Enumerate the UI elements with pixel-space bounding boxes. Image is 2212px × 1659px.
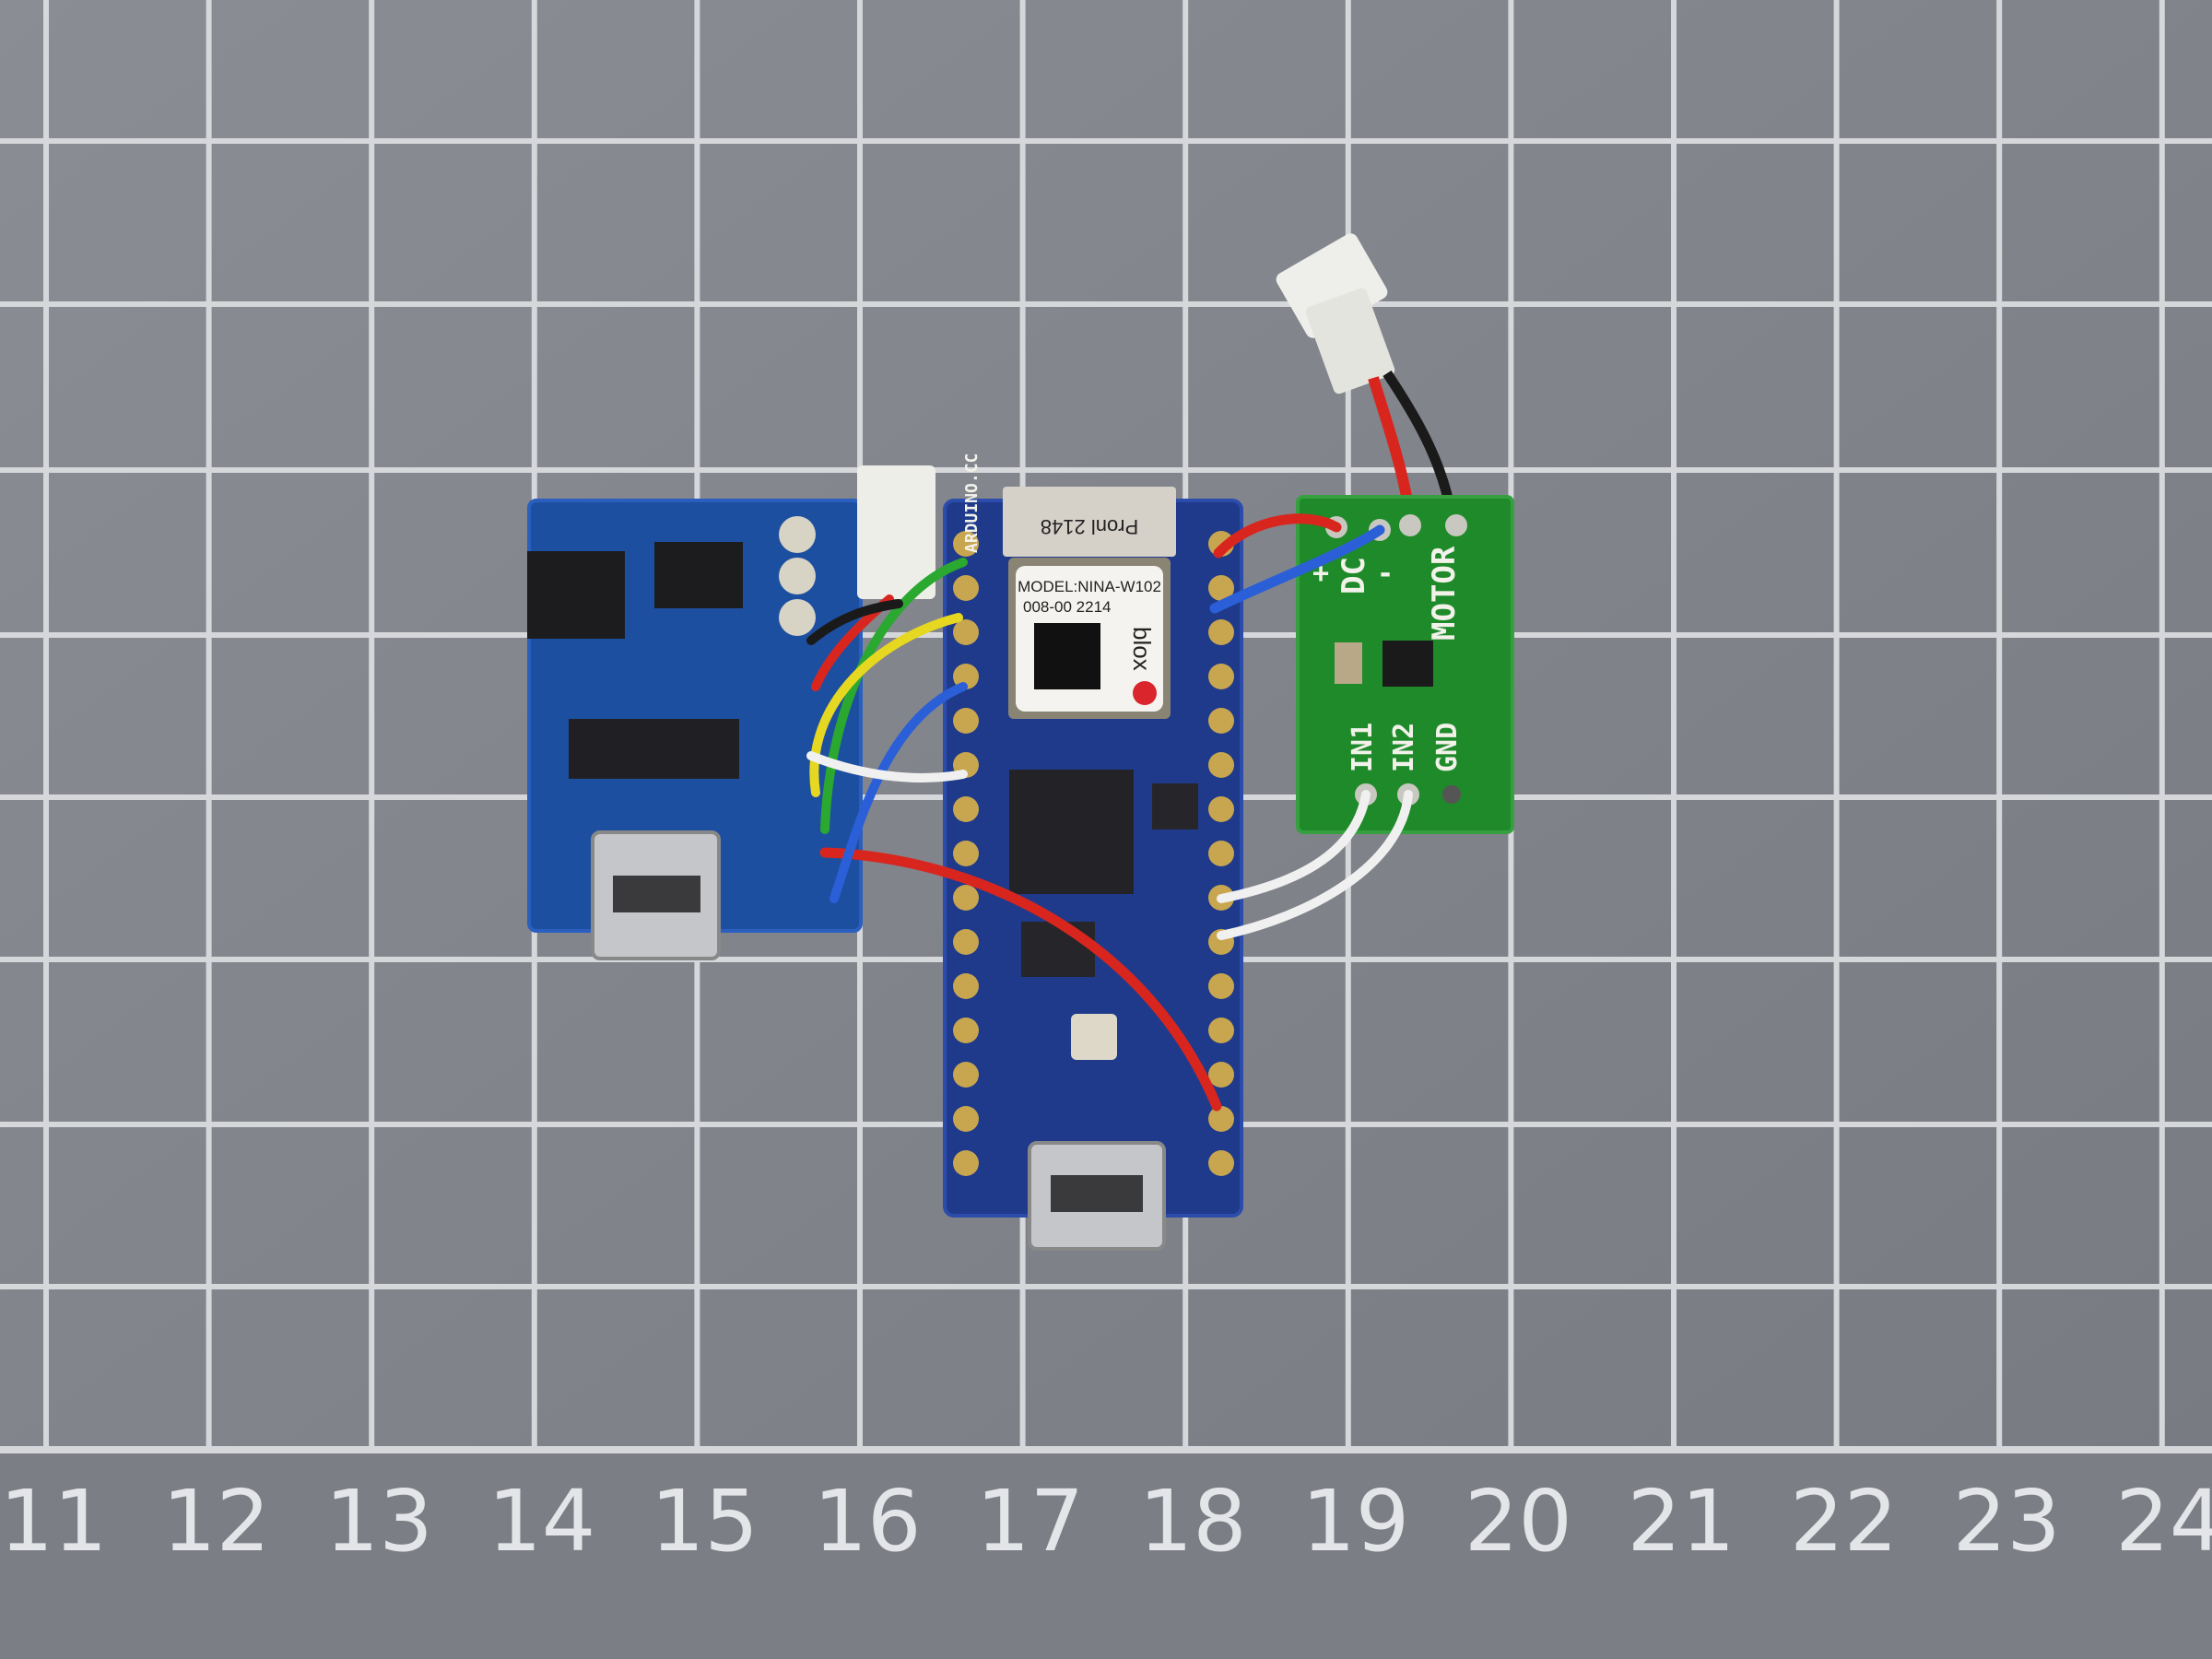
header-pad	[1208, 1062, 1234, 1088]
motor-label: MOTOR	[1426, 546, 1463, 641]
jst-connector-small	[857, 465, 935, 599]
header-pad	[953, 973, 979, 999]
ruler-number: 11	[0, 1472, 108, 1571]
wire-black-small	[806, 599, 903, 645]
header-pad	[1208, 796, 1234, 822]
arduino-silkscreen: ARDUINO.CC	[962, 453, 982, 553]
header-pad	[1208, 1150, 1234, 1176]
header-pad	[953, 619, 979, 645]
motor-driver-board: DC + - MOTOR IN1 IN2 GND	[1296, 495, 1514, 834]
header-pad	[953, 708, 979, 734]
chip	[569, 719, 739, 779]
header-pad	[953, 885, 979, 911]
header-pad	[953, 1150, 979, 1176]
in1-label: IN1	[1347, 723, 1379, 772]
chip	[1021, 922, 1095, 977]
header-pad	[1208, 664, 1234, 689]
gnd-label: GND	[1431, 723, 1464, 772]
wire-red-power	[819, 847, 1222, 1112]
reset-button	[1071, 1014, 1117, 1060]
datamatrix-code	[1034, 623, 1100, 689]
ruler-number: 23	[1953, 1472, 2061, 1571]
rp2040-chip	[1009, 770, 1134, 894]
header-pad	[953, 575, 979, 601]
rf-shield-text: Pronl 2148	[1041, 515, 1138, 538]
ublox-brand-text: blox	[1128, 627, 1156, 671]
header-pad	[953, 1018, 979, 1043]
ruler-number: 24	[2115, 1472, 2212, 1571]
driver-chip	[1382, 641, 1433, 687]
header-pad	[1208, 708, 1234, 734]
chip	[654, 542, 743, 608]
header-pad	[953, 929, 979, 955]
jst-connector-motor	[1276, 233, 1395, 394]
capacitor	[1335, 642, 1362, 684]
header-pad	[1208, 841, 1234, 866]
chip	[1152, 783, 1198, 830]
arduino-nano-board: Pronl 2148 MODEL:NINA-W102 008-00 2214 b…	[943, 453, 1243, 1251]
in2-label: IN2	[1388, 723, 1420, 772]
ruler-number: 19	[1301, 1472, 1409, 1571]
header-pad	[953, 1062, 979, 1088]
header-pad	[1208, 1018, 1234, 1043]
header-pad	[1208, 1106, 1234, 1132]
wire-blue-dc	[1209, 524, 1385, 614]
header-pad	[953, 531, 979, 557]
header-pad	[953, 796, 979, 822]
ruler-number: 13	[325, 1472, 433, 1571]
audio-amp-board	[527, 499, 863, 960]
module-code-text: 008-00 2214	[1023, 598, 1111, 616]
ruler-number: 15	[651, 1472, 759, 1571]
ruler-number: 17	[976, 1472, 1084, 1571]
wire-green	[820, 558, 968, 834]
header-pad	[953, 841, 979, 866]
ruler-number: 16	[813, 1472, 921, 1571]
ruler-number: 20	[1465, 1472, 1572, 1571]
dc-label: DC	[1335, 557, 1372, 594]
wire-white	[806, 751, 968, 782]
header-pad	[1208, 752, 1234, 778]
wire-red-dc	[1213, 513, 1342, 559]
ruler-strip	[0, 1450, 2212, 1659]
ruler-numbers: 11 12 13 14 15 16 17 18 19 20 21 22 23 24	[0, 1472, 2212, 1571]
header-pad	[953, 664, 979, 689]
minus-label: -	[1377, 558, 1394, 590]
ruler-number: 18	[1139, 1472, 1247, 1571]
ruler-number: 21	[1627, 1472, 1735, 1571]
rf-shield	[1003, 487, 1176, 557]
header-pad	[1208, 575, 1234, 601]
wire-white-in1	[1217, 790, 1371, 903]
ruler-number: 22	[1790, 1472, 1898, 1571]
chip	[527, 551, 625, 639]
module-model-text: MODEL:NINA-W102	[1018, 578, 1161, 595]
wire-white-in2	[1217, 790, 1413, 940]
header-pad	[1208, 973, 1234, 999]
header-pad	[1208, 619, 1234, 645]
ublox-logo	[1133, 681, 1157, 705]
ruler-number: 12	[162, 1472, 270, 1571]
header-pad	[953, 1106, 979, 1132]
ruler-number: 14	[488, 1472, 595, 1571]
